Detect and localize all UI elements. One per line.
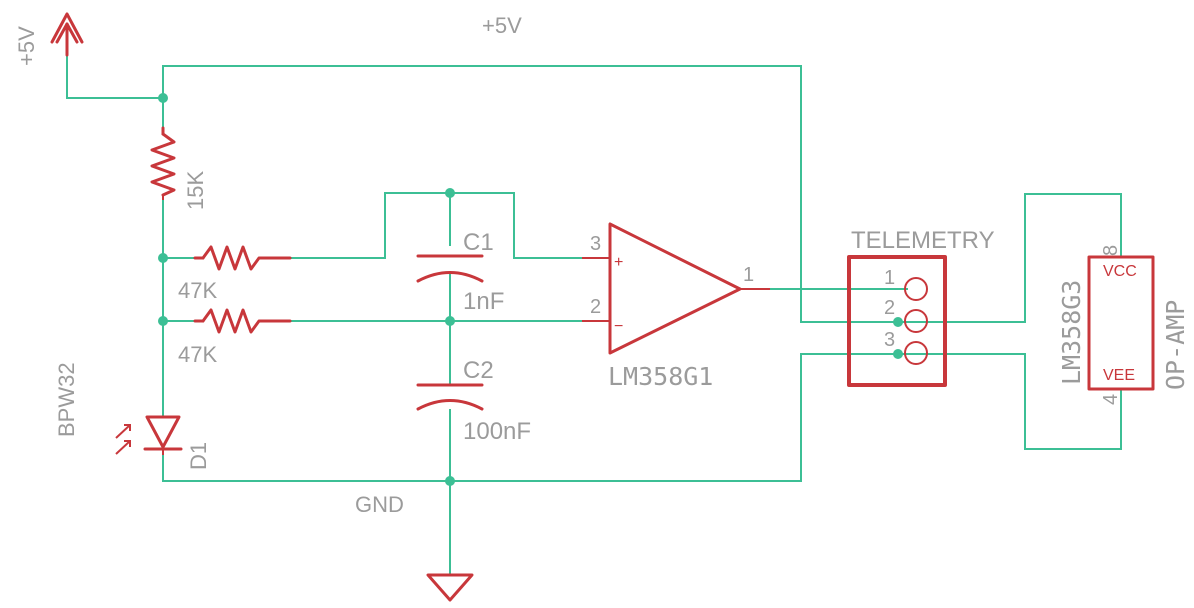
resistor-47k-a-value: 47K	[178, 278, 217, 303]
connector-pin-3-label: 3	[884, 329, 895, 351]
capacitor-c2-value: 100nF	[463, 418, 531, 445]
opamp-power-lm358g3	[1087, 255, 1155, 391]
wire-plus-input	[289, 192, 591, 259]
photodiode-d1	[115, 415, 183, 455]
opamp-pin-minus: 2	[590, 296, 601, 318]
junctions	[158, 93, 903, 486]
capacitor-c2-name: C2	[463, 357, 494, 384]
u3-vee-label: VEE	[1103, 367, 1135, 384]
connector-pin-2-label: 2	[884, 297, 895, 319]
junction	[893, 317, 903, 327]
capacitor-c1-name: C1	[463, 229, 494, 256]
u3-pin-vcc: 8	[1100, 245, 1122, 256]
photodiode-d1-value: BPW32	[54, 362, 79, 437]
u3-vcc-label: VCC	[1103, 263, 1137, 280]
junction	[893, 349, 903, 359]
resistor-47k-b	[193, 308, 292, 334]
connector-pin-3	[904, 341, 928, 365]
junction	[445, 188, 455, 198]
opamp-lm358g1	[582, 222, 770, 355]
vcc-symbol: +5V	[14, 12, 84, 66]
resistor-15k-value: 15K	[183, 171, 208, 210]
wire-gnd-u3	[897, 353, 1122, 450]
opamp-pin-out: 1	[743, 264, 754, 286]
resistor-15k	[150, 126, 176, 200]
connector-pin-1	[904, 277, 928, 301]
photodiode-d1-name: D1	[186, 442, 211, 470]
resistor-47k-a	[193, 245, 292, 271]
u3-value: OP-AMP	[1161, 300, 1190, 390]
ground-label: GND	[355, 492, 404, 517]
wire-vcc-u3	[897, 193, 1122, 323]
nets	[66, 54, 1122, 576]
wire-vcc-symbol	[66, 54, 164, 99]
connector-telemetry-name: TELEMETRY	[851, 227, 995, 254]
capacitor-c1	[416, 254, 484, 283]
capacitor-c2	[416, 383, 484, 411]
resistor-47k-b-value: 47K	[178, 342, 217, 367]
connector-pin-1-label: 1	[884, 267, 895, 289]
junction	[445, 316, 455, 326]
vcc-symbol-label: +5V	[14, 26, 39, 66]
u3-pin-vee: 4	[1100, 394, 1122, 405]
opamp-plus-sign: +	[614, 254, 623, 271]
connector-pin-2	[904, 309, 928, 333]
ground-symbol	[426, 573, 474, 602]
wire-vcc-rail	[162, 65, 899, 323]
light-arrows-icon	[115, 424, 131, 455]
junction	[158, 316, 168, 326]
connector-telemetry	[847, 255, 947, 387]
opamp-minus-sign: −	[614, 318, 623, 335]
vcc-net-label: +5V	[482, 13, 522, 38]
junction	[445, 476, 455, 486]
junction	[158, 93, 168, 103]
u3-name: LM358G3	[1057, 280, 1086, 385]
opamp-u1-name: LM358G1	[608, 362, 713, 391]
opamp-pin-plus: 3	[590, 233, 601, 255]
capacitor-c1-value: 1nF	[463, 288, 504, 315]
junction	[158, 253, 168, 263]
